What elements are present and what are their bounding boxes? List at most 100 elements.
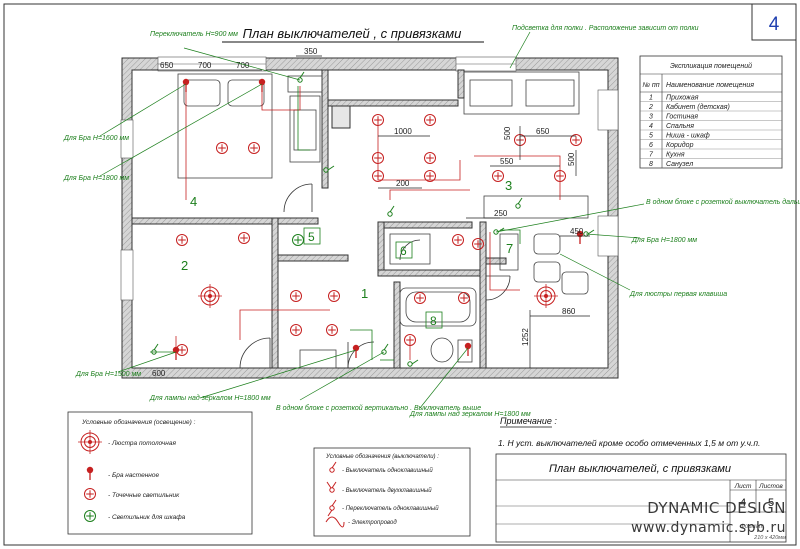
spot-light-icon xyxy=(492,170,504,182)
furniture xyxy=(177,71,589,369)
annotation-bra-1600: Для Бра H=1600 мм xyxy=(63,135,129,142)
window-right-2 xyxy=(597,215,619,257)
dimension-lines xyxy=(132,55,590,379)
chandelier-icon xyxy=(77,429,103,455)
annotation-socket-block: В одном блоке с розеткой выключатель дал… xyxy=(646,198,800,206)
wall-sconce-icon xyxy=(86,466,94,481)
dim-1252: 1252 xyxy=(521,328,530,346)
window-left-2 xyxy=(120,249,134,301)
annotation-bra-1500: Для Бра H=1500 мм xyxy=(75,371,141,378)
spot-light-icon xyxy=(290,290,302,302)
dim-350: 350 xyxy=(304,47,318,56)
dim-500b: 500 xyxy=(567,152,576,166)
cabinet-light-icon xyxy=(84,510,96,522)
drawing-title: План выключателей , с привязками xyxy=(243,26,462,41)
dim-860: 860 xyxy=(562,307,576,316)
legend-lights-item: - Светильник для шкафа xyxy=(108,513,186,521)
room-number-7: 7 xyxy=(506,241,513,256)
room-row-number: 7 xyxy=(649,151,654,158)
note-text: 1. H уст. выключателей кроме особо отмеч… xyxy=(498,438,760,448)
chandelier-icon xyxy=(197,283,223,309)
kitchen-chair-3 xyxy=(561,271,589,295)
room-number-5: 5 xyxy=(308,230,315,244)
rooms-table-header-name: Наименование помещения xyxy=(666,82,754,89)
room-row-name: Коридор xyxy=(666,141,694,149)
legend-lights-title: Условные обозначения (освещение) : xyxy=(81,418,196,426)
watermark-url: www.dynamic.spb.ru xyxy=(631,520,786,536)
rooms-table: Экспликация помещений № пп Наименование … xyxy=(639,55,783,169)
room-row-number: 3 xyxy=(649,113,653,120)
toilet xyxy=(430,337,454,363)
spot-light-icon xyxy=(248,142,260,154)
room-row-name: Гостиная xyxy=(666,113,698,120)
title-block-name: План выключателей, с привязками xyxy=(549,463,731,475)
chandelier-icon xyxy=(533,283,559,309)
dim-250: 250 xyxy=(494,209,508,218)
annotations: Переключатель H=900 мм Подсветка для пол… xyxy=(63,24,800,418)
window-right-1 xyxy=(597,89,619,131)
room-number-6: 6 xyxy=(400,244,407,258)
note-title: Примечание : xyxy=(500,416,557,426)
dim-700b: 700 xyxy=(236,61,250,70)
dim-550: 550 xyxy=(500,157,514,166)
dim-450: 450 xyxy=(570,227,584,236)
counter xyxy=(483,195,589,219)
annotation-chandelier-key: Для люстры первая клавиша xyxy=(629,291,727,298)
switch-single-icon xyxy=(329,461,337,473)
dim-650: 650 xyxy=(160,61,174,70)
dim-500a: 500 xyxy=(503,126,512,140)
dim-650b: 650 xyxy=(536,127,550,136)
dim-200: 200 xyxy=(396,179,410,188)
legend-lights-item: - Люстра потолочная xyxy=(108,440,176,447)
room-number-3: 3 xyxy=(505,178,512,193)
dim-600: 600 xyxy=(152,369,166,378)
spot-light-icon xyxy=(328,290,340,302)
room-row-number: 4 xyxy=(649,123,653,130)
spot-light-icon xyxy=(424,114,436,126)
kitchen-chair-2 xyxy=(533,261,561,283)
interior-walls xyxy=(131,69,507,369)
legend-switches-title: Условные обозначения (выключатели) : xyxy=(325,454,439,460)
wire-icon xyxy=(325,516,345,528)
spot-light-icon xyxy=(424,152,436,164)
room-row-number: 5 xyxy=(649,132,653,139)
spot-light-icon xyxy=(238,232,250,244)
door-swings xyxy=(239,183,511,369)
floor-plan: 1 2 3 4 5 6 7 8 xyxy=(120,47,619,379)
title-block: План выключателей, с привязками Лист Лис… xyxy=(495,453,787,543)
kitchen-chair-1 xyxy=(533,233,561,255)
legend-lights-item: - Бра настенное xyxy=(108,472,159,479)
annotation-switch-top: Переключатель H=900 мм xyxy=(150,31,238,38)
rooms-table-header-num: № пп xyxy=(642,82,659,89)
wall-sconce-icon xyxy=(464,342,472,357)
room-number-8: 8 xyxy=(430,314,437,328)
hall-cabinet xyxy=(389,233,431,265)
room-row-number: 8 xyxy=(649,161,653,168)
room-row-name: Кухня xyxy=(666,151,685,158)
annotation-mirror-lamp-2: Для лампы над зеркалом H=1800 мм xyxy=(409,410,531,418)
room-number-2: 2 xyxy=(181,258,188,273)
kitchen-unit-top xyxy=(463,71,580,115)
rooms-table-title: Экспликация помещений xyxy=(670,62,752,70)
legend-switches-item: - Выключатель двухклавишный xyxy=(342,487,432,494)
room-number-1: 1 xyxy=(361,286,368,301)
sheet-frame xyxy=(3,3,797,546)
legend-switches-item: - Электропровод xyxy=(348,520,397,526)
room-row-name: Санузел xyxy=(666,161,693,168)
annotation-bra-1800-kitchen: Для Бра H=1800 мм xyxy=(631,237,697,244)
room-row-name: Кабинет (детская) xyxy=(666,103,730,111)
sheet-value: 4 xyxy=(740,497,746,509)
spot-light-icon xyxy=(326,324,338,336)
legend-lights-item: - Точечные светильник xyxy=(108,492,180,499)
room-row-name: Ниша - шкаф xyxy=(666,132,710,139)
legend-switches-item: - Выключатель одноклавишный xyxy=(342,467,433,474)
spot-light-icon xyxy=(290,324,302,336)
watermark-brand: DYNAMIC DESIGN xyxy=(647,499,786,517)
sheet-number-box xyxy=(751,3,797,41)
annotation-shelf-light: Подсветка для полки . Расположение завис… xyxy=(512,24,699,32)
room-row-number: 6 xyxy=(649,142,653,149)
sheets-value: 5 xyxy=(768,497,774,509)
format-value: 210 x 420мм xyxy=(753,535,786,541)
room-row-name: Спальня xyxy=(666,123,694,130)
